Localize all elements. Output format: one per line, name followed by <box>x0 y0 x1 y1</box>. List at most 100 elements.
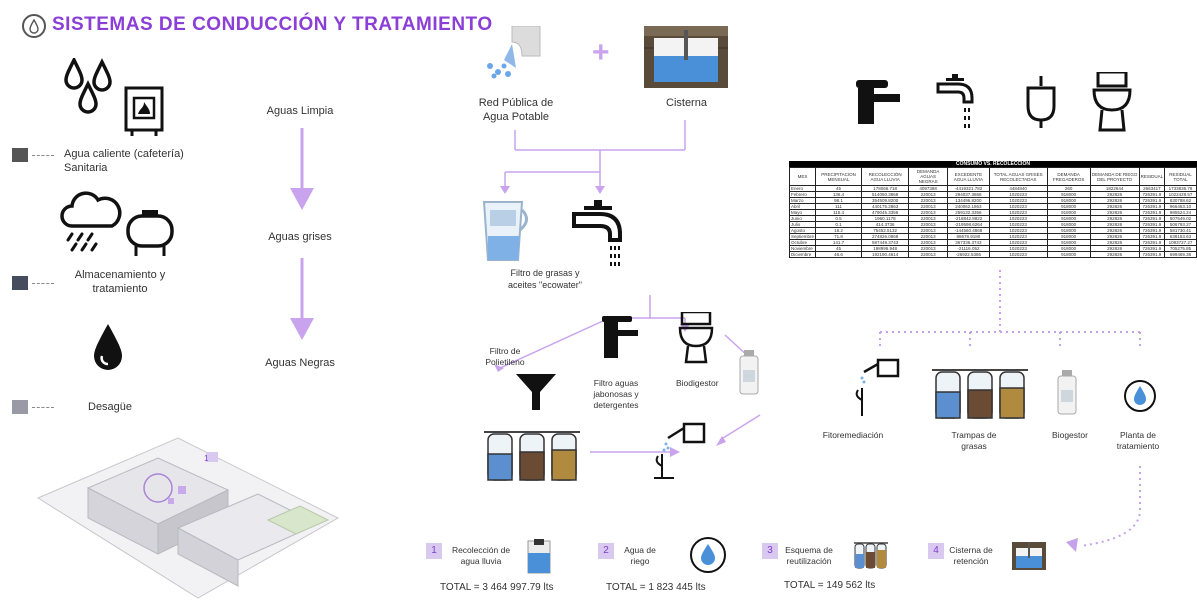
biogestor-tank-icon <box>1056 370 1078 421</box>
table-cell: 726391.9 <box>1138 197 1166 204</box>
summary-badge-3: 3 <box>762 543 778 559</box>
label-filtro-grasas: Filtro de grasas y aceites "ecowater" <box>508 268 582 290</box>
source-cisterna: Cisterna <box>666 97 707 109</box>
legend-dash <box>32 155 54 156</box>
flow-arrow-down <box>288 258 316 347</box>
flow-clean-water: Aguas Limpia <box>266 105 334 117</box>
toilet-icon <box>676 310 716 369</box>
mixer-tap-icon <box>594 316 640 365</box>
table-cell: 46.6 <box>815 251 863 258</box>
table-cell: 726391.9 <box>1138 203 1166 210</box>
table-cell: 1022428.57 <box>1164 191 1197 198</box>
grease-traps-icon <box>932 362 1028 425</box>
building-isometric-image: 1 <box>28 428 348 610</box>
filter-jug-icon <box>478 196 532 267</box>
table-cell: 699469.36 <box>1164 251 1197 258</box>
summary-badge-1: 1 <box>426 543 442 559</box>
table-cell: 726391.9 <box>1138 221 1166 228</box>
flow-black-water: Aguas Negras <box>265 357 335 369</box>
label-filtro-jabonosas: Filtro aguas jabonosas y detergentes <box>593 378 639 411</box>
table-cell: 726391.9 <box>1138 209 1166 216</box>
watering-can-icon <box>654 418 724 487</box>
legend-label-hot-water: Agua caliente (cafetería) Sanitaria <box>64 148 184 175</box>
summary-total-3: TOTAL = 149 562 lts <box>784 580 876 591</box>
table-cell: 192190.4614 <box>861 251 910 258</box>
rain-cloud-icon <box>58 190 122 259</box>
label-planta: Planta de tratamiento <box>1116 430 1160 452</box>
label-biogestor: Biogestor <box>1052 430 1088 440</box>
faucet-icon <box>570 200 630 277</box>
toilet-icon <box>1092 70 1132 137</box>
flow-grey-water: Aguas grises <box>268 231 332 243</box>
label-fitoremediacion: Fitoremediación <box>822 430 884 440</box>
table-header: DEMANDA DE RIEGO DEL PROYECTO <box>1089 167 1140 186</box>
table-cell: 1733836.78 <box>1164 185 1197 192</box>
table-header: PRECIPITACION MENSUAL <box>815 167 863 186</box>
table-cell: 726391.9 <box>1138 191 1166 198</box>
urinal-icon <box>1024 76 1058 133</box>
summary-label-1: Recolección de agua lluvia <box>451 545 511 567</box>
table-cell: 726391.9 <box>1138 239 1166 246</box>
drain-drop-icon <box>88 322 128 379</box>
water-cycle-icon <box>688 535 728 580</box>
retention-cistern-icon <box>1012 542 1046 575</box>
summary-label-2: Agua de riego <box>624 545 656 567</box>
table-cell: 1093727.27 <box>1164 239 1197 246</box>
rain-collector-icon <box>526 539 552 580</box>
table-header: DEMANDA AGUAS NEGRAS <box>908 167 949 186</box>
table-cell: 726391.9 <box>1138 245 1166 252</box>
legend-label-storage: Almacenamiento y tratamiento <box>74 269 166 296</box>
summary-label-4: Cisterna de retención <box>949 545 993 567</box>
table-cell: Septiembre <box>788 233 817 240</box>
table-caption: CONSUMO VS. RECOLECCION <box>789 161 1197 167</box>
table-cell: Diciembre <box>788 251 817 258</box>
water-drop-icon <box>22 14 46 38</box>
label-biodigestor: Biodigestor <box>676 378 719 388</box>
water-heater-icon <box>122 86 166 143</box>
plus-sign: + <box>592 36 610 69</box>
table-cell: 292826 <box>1089 251 1140 258</box>
table-cell: 220013 <box>908 251 949 258</box>
source-red-publica: Red Pública de Agua Potable <box>478 97 554 124</box>
legend-swatch-storage <box>12 276 28 290</box>
table-header: RESIDUAL <box>1138 167 1166 186</box>
page-title: SISTEMAS DE CONDUCCIÓN Y TRATAMIENTO <box>52 14 493 35</box>
dotted-connectors <box>879 270 1141 552</box>
storage-tank-icon <box>122 208 178 263</box>
water-drops-icon <box>60 56 120 121</box>
flow-arrow-down <box>288 128 316 217</box>
table-header: MES <box>788 167 817 186</box>
summary-badge-4: 4 <box>928 543 944 559</box>
connector-lines <box>494 120 761 457</box>
table-cell: -26922.5386 <box>947 251 990 258</box>
table-header: RESIDUAL TOTAL <box>1164 167 1197 186</box>
summary-badge-2: 2 <box>598 543 614 559</box>
legend-swatch-drain <box>12 400 28 414</box>
table-header: TOTAL AGUAS GRISES RECOLECTADAS <box>988 167 1048 186</box>
table-cell: Noviembre <box>788 245 817 252</box>
table-cell: 726391.9 <box>1138 215 1166 222</box>
funnel-icon <box>514 372 558 417</box>
table-header: DEMANDA FREGADEROS <box>1046 167 1091 186</box>
table-header: RECOLECCIÓN AGUA LLUVIA <box>861 167 910 186</box>
table-cell: 918000 <box>1046 251 1091 258</box>
label-filtro-polietileno: Filtro de Polietileno <box>485 346 525 368</box>
filter-tanks-icon <box>484 424 580 487</box>
summary-label-3: Esquema de reutilización <box>785 545 833 567</box>
legend-swatch-hot-water <box>12 148 28 162</box>
table-cell: 2663417 <box>1138 185 1166 192</box>
legend-dash <box>32 407 54 408</box>
biodigester-tank-icon <box>738 350 760 401</box>
table-header: EXCEDENTE AGUA LLUVIA <box>947 167 990 186</box>
table-cell: 1020223 <box>988 251 1048 258</box>
legend-label-drain: Desagüe <box>88 401 133 413</box>
table-cell: 726391.9 <box>1138 251 1166 258</box>
reuse-tanks-icon <box>854 540 888 575</box>
summary-total-1: TOTAL = 3 464 997.79 lts <box>440 582 554 593</box>
